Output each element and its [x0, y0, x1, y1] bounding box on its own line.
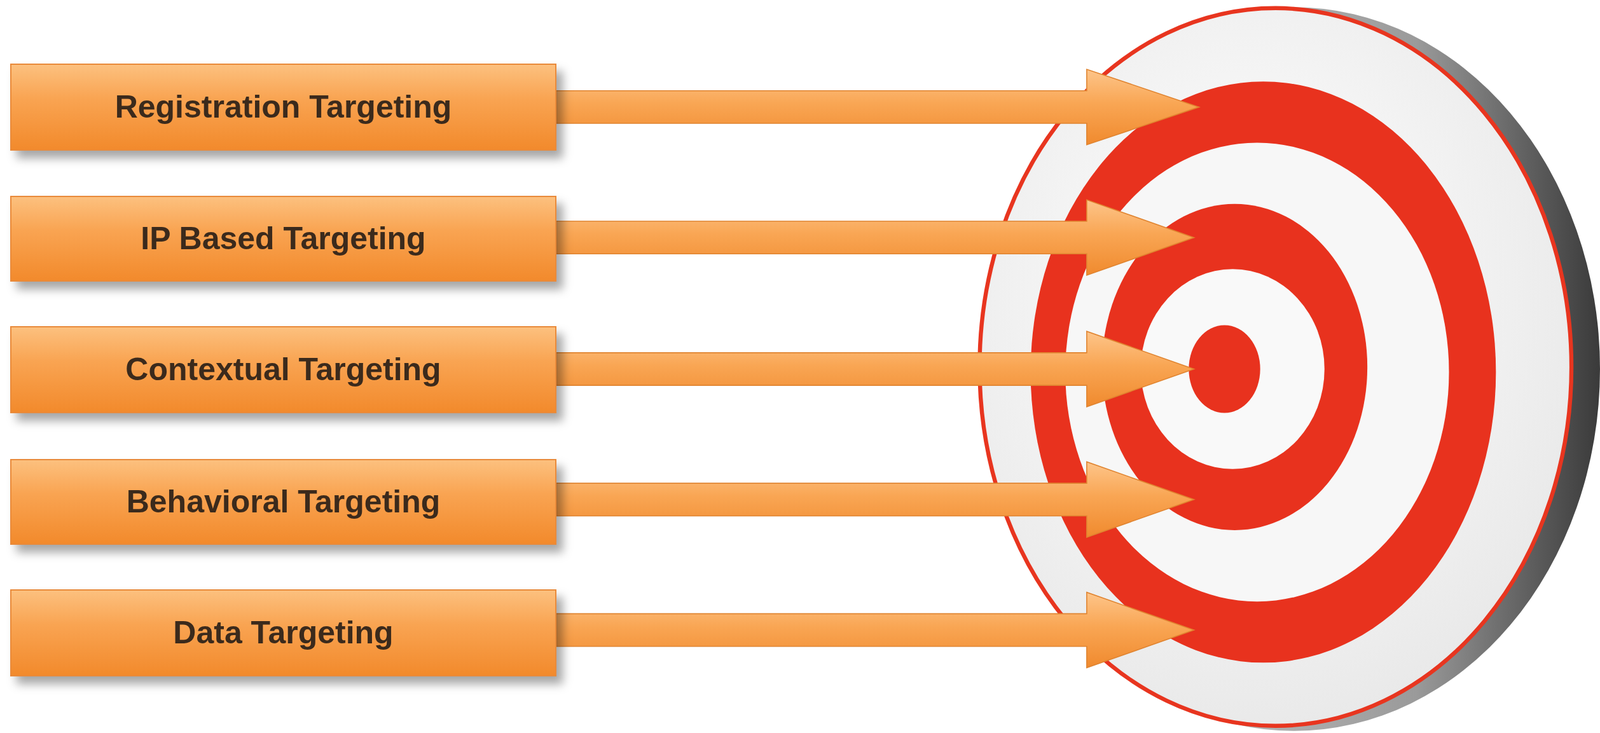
arrow — [556, 199, 1195, 276]
box-label: Registration Targeting — [102, 89, 465, 126]
arrow — [556, 461, 1195, 538]
process-box: Registration Targeting — [10, 63, 557, 151]
arrow — [556, 331, 1195, 407]
box-label: IP Based Targeting — [127, 220, 439, 258]
arrow — [556, 69, 1200, 145]
process-box: IP Based Targeting — [10, 195, 557, 282]
box-label: Contextual Targeting — [112, 351, 454, 389]
target-bullseye — [1188, 325, 1260, 414]
box-label: Data Targeting — [160, 614, 406, 652]
process-box: Contextual Targeting — [10, 326, 557, 414]
process-box: Data Targeting — [10, 589, 557, 677]
box-label: Behavioral Targeting — [113, 483, 454, 521]
arrow — [556, 592, 1195, 669]
process-box: Behavioral Targeting — [10, 459, 557, 545]
arrows — [556, 69, 1200, 668]
